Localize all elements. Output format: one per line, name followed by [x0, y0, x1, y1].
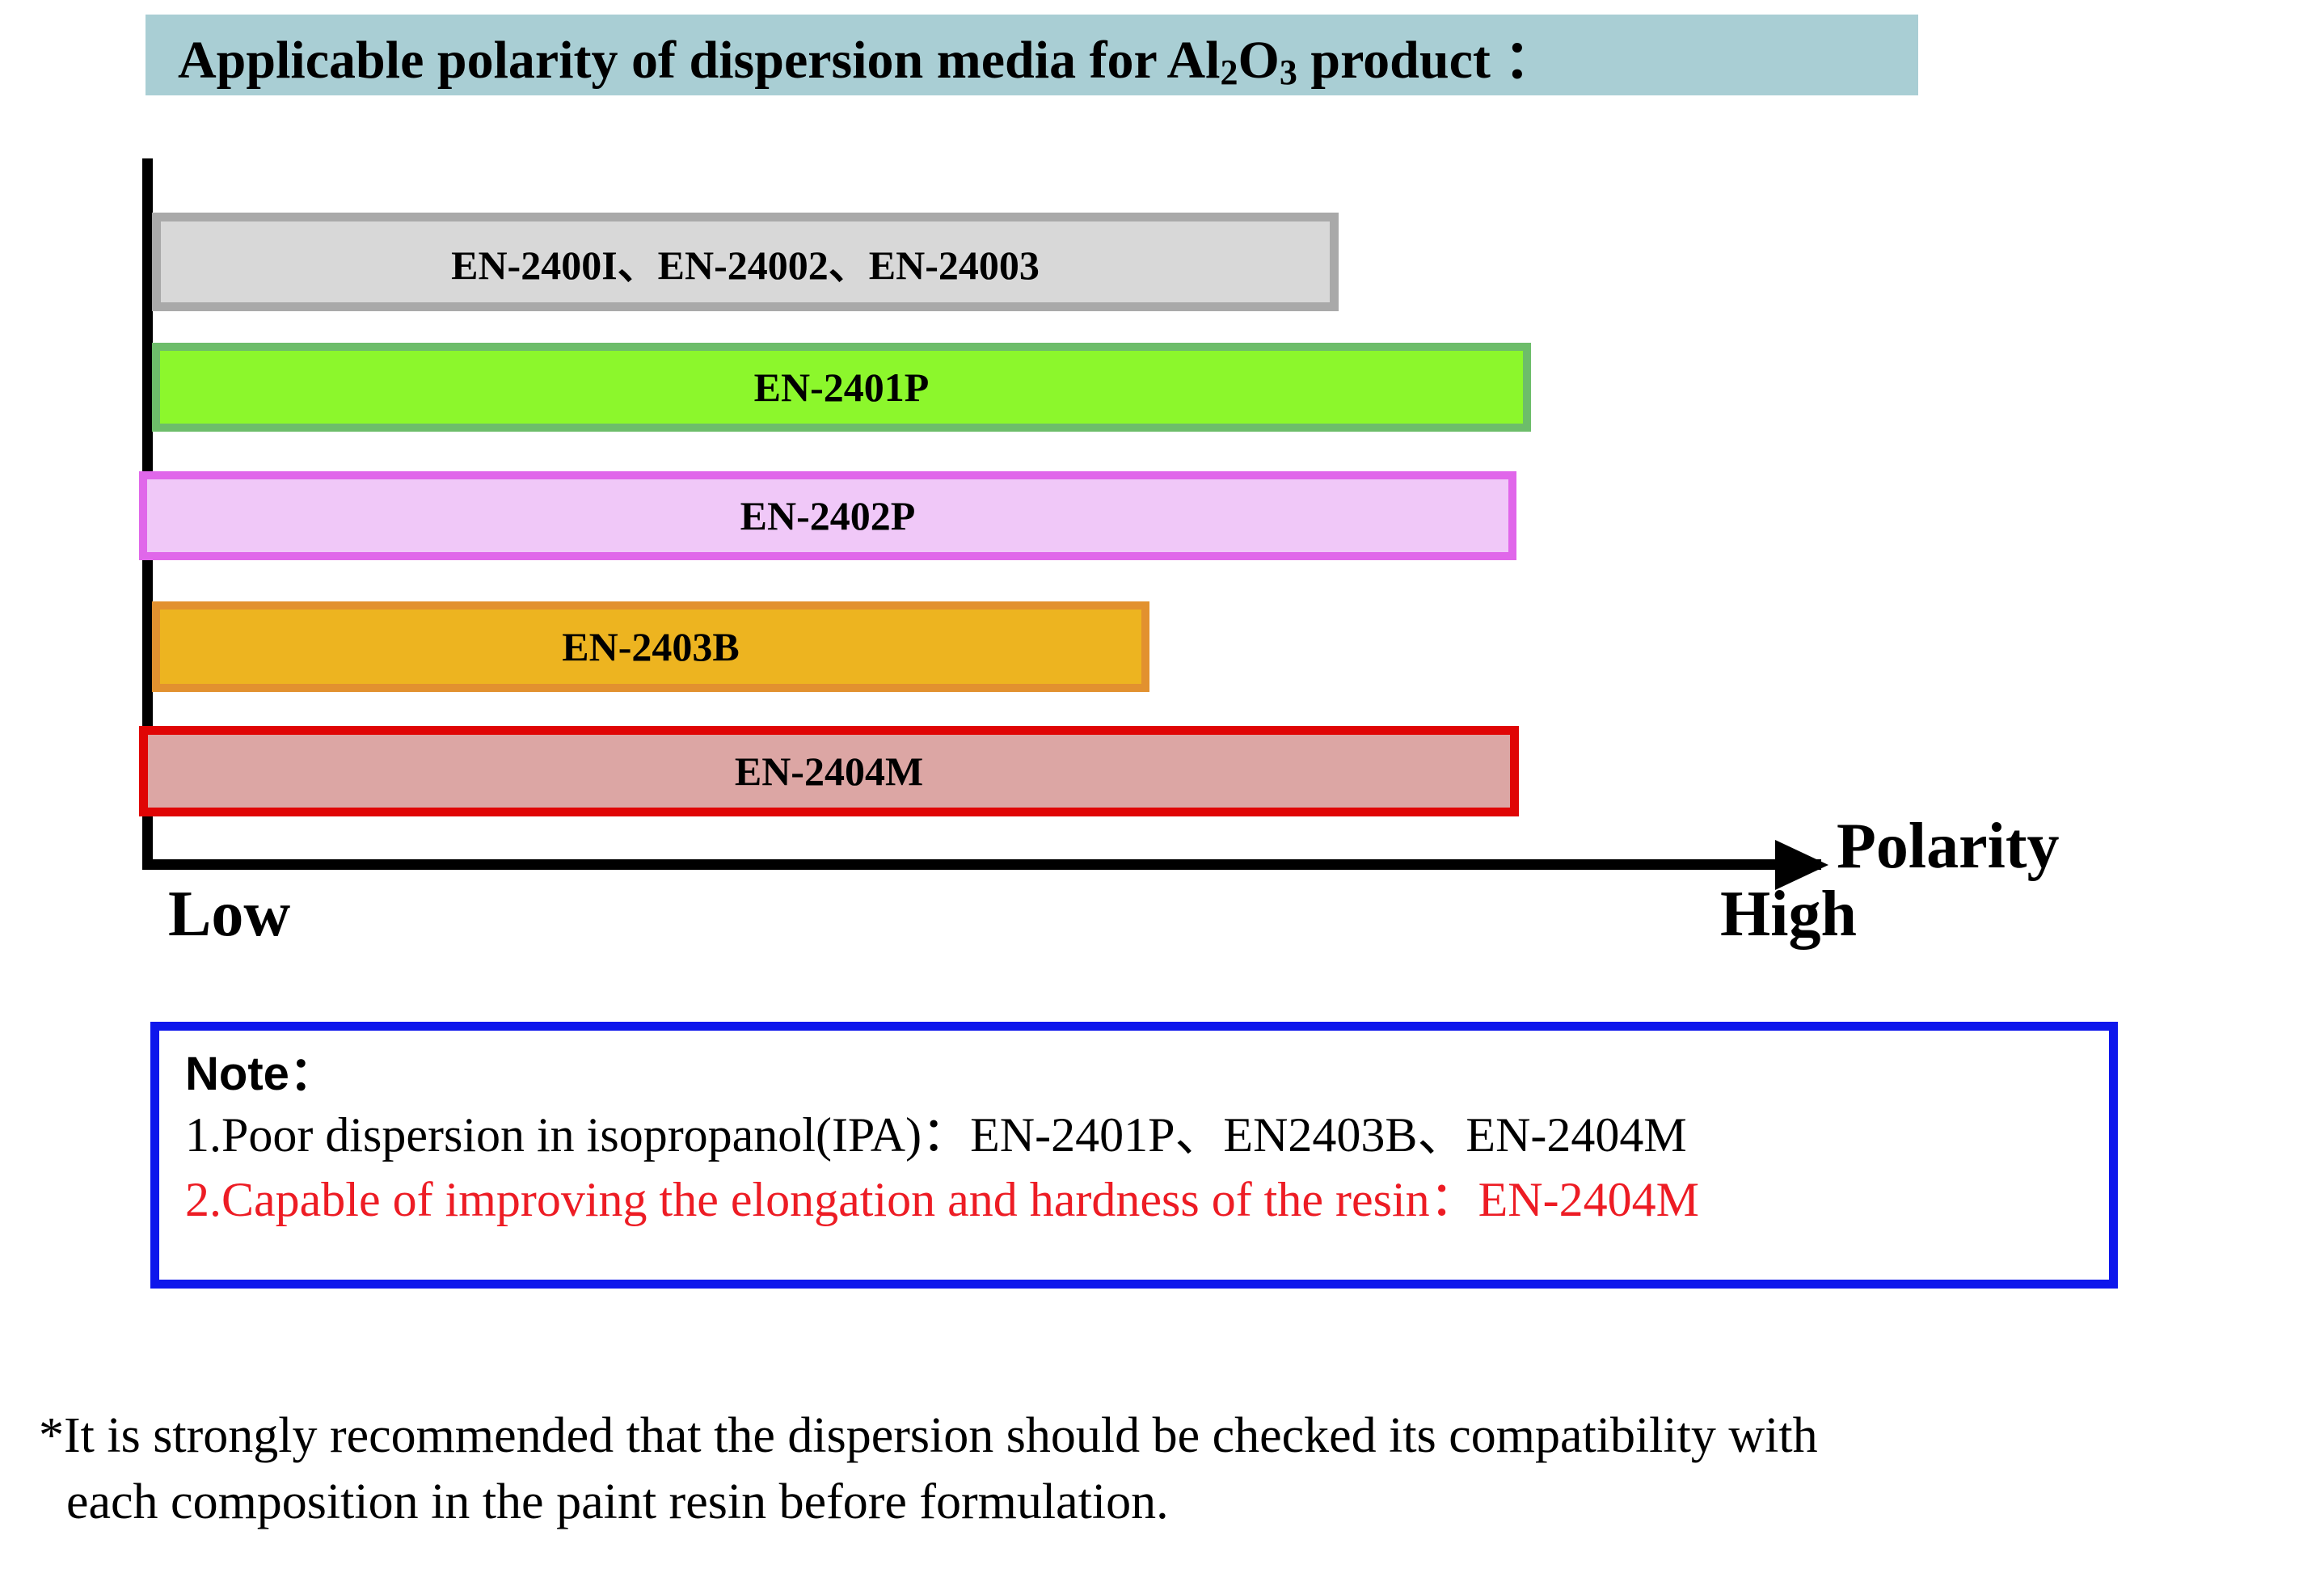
bar-label: EN-2400I、EN-24002、EN-24003: [451, 243, 1040, 288]
footnote: *It is strongly recommended that the dis…: [39, 1403, 2270, 1536]
bar-row: EN-2402P: [139, 471, 1516, 560]
title-suffix: product ：: [1297, 31, 1558, 90]
bar-label: EN-2404M: [734, 749, 924, 794]
note-heading: Note：: [185, 1048, 336, 1100]
bar-row: EN-2401P: [152, 343, 1531, 432]
note-box: Note： 1.Poor dispersion in isopropanol(I…: [150, 1022, 2118, 1289]
title-mid: O: [1238, 31, 1280, 90]
axis-label-low: Low: [168, 879, 291, 950]
footnote-line-2: each composition in the paint resin befo…: [66, 1474, 1169, 1530]
title-subscript-2: 2: [1220, 53, 1238, 92]
bar-row: EN-2400I、EN-24002、EN-24003: [152, 213, 1339, 311]
bar-label: EN-2402P: [740, 493, 916, 538]
page-title: Applicable polarity of dispersion media …: [178, 16, 1557, 94]
axis-label-high: High: [1720, 879, 1857, 950]
bar-row: EN-2404M: [139, 726, 1519, 816]
axis-label-polarity: Polarity: [1837, 811, 2060, 882]
bar-row: EN-2403B: [152, 601, 1149, 692]
bar-label: EN-2401P: [753, 365, 930, 410]
note-line-2: 2.Capable of improving the elongation an…: [185, 1173, 1699, 1227]
title-subscript-3: 3: [1279, 53, 1297, 92]
polarity-bar-chart: EN-2400I、EN-24002、EN-24003 EN-2401P EN-2…: [139, 158, 2060, 950]
bar-label: EN-2403B: [562, 624, 740, 669]
title-prefix: Applicable polarity of dispersion media …: [178, 31, 1221, 90]
footnote-line-1: *It is strongly recommended that the dis…: [39, 1408, 1818, 1463]
x-axis-arrow-icon: [1775, 840, 1828, 890]
title-banner: Applicable polarity of dispersion media …: [146, 15, 1918, 95]
x-axis-line: [142, 859, 1821, 870]
note-line-1: 1.Poor dispersion in isopropanol(IPA)：EN…: [185, 1108, 1687, 1162]
